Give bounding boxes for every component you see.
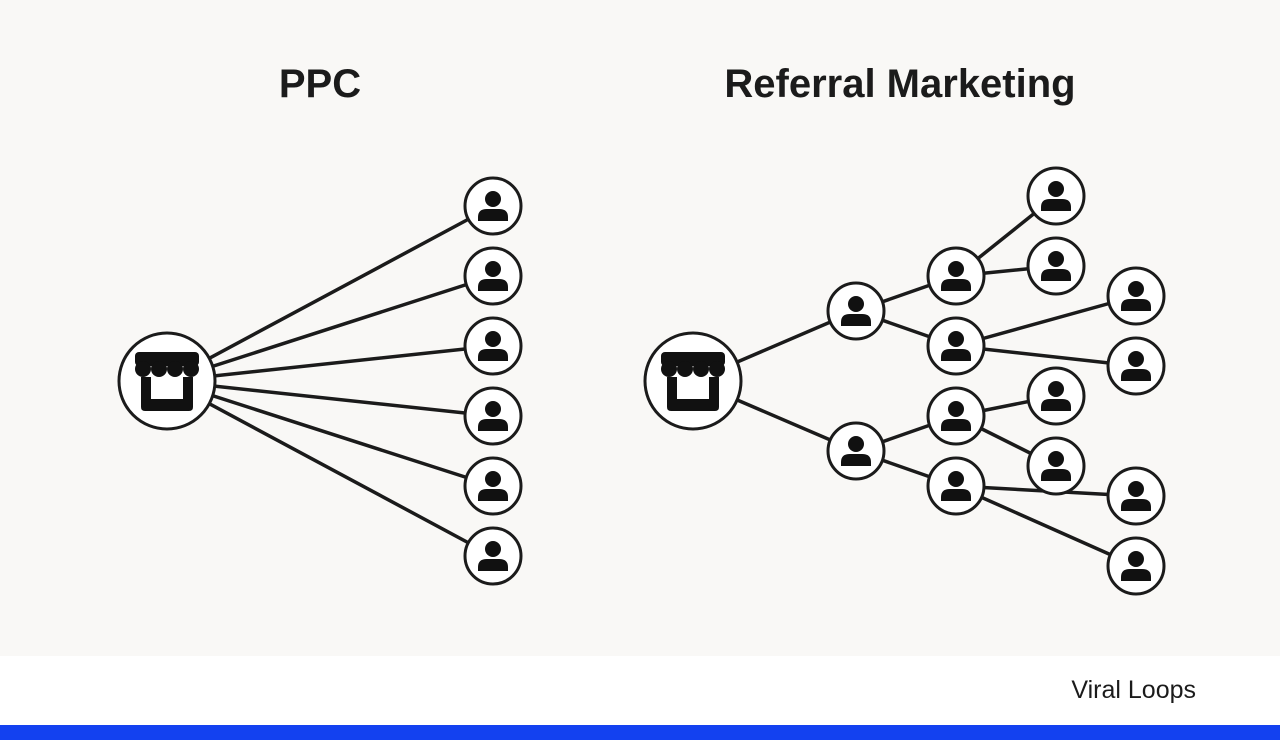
person-icon bbox=[841, 296, 871, 326]
ppc-title: PPC bbox=[279, 62, 361, 106]
person-icon bbox=[941, 261, 971, 291]
person-icon bbox=[478, 261, 508, 291]
person-icon bbox=[1041, 181, 1071, 211]
ppc-person-node-u5 bbox=[463, 456, 523, 516]
ppc-edge-store-u6 bbox=[165, 379, 495, 558]
referral-nodes bbox=[643, 166, 1166, 596]
ppc-diagram bbox=[117, 176, 523, 586]
store-icon bbox=[135, 352, 199, 411]
ppc-person-node-u2 bbox=[463, 246, 523, 306]
person-icon bbox=[1121, 551, 1151, 581]
referral-person-node-a1y bbox=[1026, 236, 1086, 296]
ppc-edge-store-u4 bbox=[165, 379, 495, 418]
person-icon bbox=[1041, 251, 1071, 281]
person-icon bbox=[1041, 381, 1071, 411]
person-icon bbox=[1121, 281, 1151, 311]
ppc-edge-store-u2 bbox=[165, 274, 495, 383]
ppc-person-node-u4 bbox=[463, 386, 523, 446]
referral-diagram bbox=[643, 166, 1166, 596]
referral-person-node-b1 bbox=[926, 386, 986, 446]
person-icon bbox=[1041, 451, 1071, 481]
referral-person-node-a2 bbox=[926, 316, 986, 376]
referral-person-node-b2 bbox=[926, 456, 986, 516]
person-icon bbox=[478, 541, 508, 571]
ppc-edges bbox=[165, 204, 495, 558]
diagram-background bbox=[0, 0, 1280, 656]
referral-person-node-a bbox=[826, 281, 886, 341]
person-icon bbox=[478, 331, 508, 361]
person-icon bbox=[941, 471, 971, 501]
referral-edge-a2-a2y bbox=[954, 344, 1138, 368]
referral-person-node-a2y bbox=[1106, 336, 1166, 396]
brand-text: Viral Loops bbox=[1071, 676, 1196, 704]
referral-person-node-a1 bbox=[926, 246, 986, 306]
referral-edge-a2-a2x bbox=[954, 294, 1138, 348]
person-icon bbox=[841, 436, 871, 466]
referral-person-node-b1y bbox=[1026, 436, 1086, 496]
referral-person-node-b bbox=[826, 421, 886, 481]
accent-bar bbox=[0, 725, 1280, 740]
referral-store-node bbox=[643, 331, 743, 431]
person-icon bbox=[941, 331, 971, 361]
person-icon bbox=[1121, 481, 1151, 511]
ppc-person-node-u1 bbox=[463, 176, 523, 236]
footer: Viral Loops bbox=[0, 656, 1280, 725]
referral-person-node-b2y bbox=[1106, 536, 1166, 596]
diagram-canvas: PPC Referral Marketing bbox=[0, 0, 1280, 656]
referral-person-node-a1x bbox=[1026, 166, 1086, 226]
person-icon bbox=[478, 191, 508, 221]
referral-person-node-a2x bbox=[1106, 266, 1166, 326]
ppc-nodes bbox=[117, 176, 523, 586]
referral-person-node-b2x bbox=[1106, 466, 1166, 526]
ppc-person-node-u6 bbox=[463, 526, 523, 586]
referral-edge-b2-b2y bbox=[954, 484, 1138, 568]
person-icon bbox=[478, 401, 508, 431]
referral-marketing-title: Referral Marketing bbox=[724, 62, 1075, 106]
ppc-edge-store-u3 bbox=[165, 344, 495, 383]
person-icon bbox=[1121, 351, 1151, 381]
person-icon bbox=[478, 471, 508, 501]
person-icon bbox=[941, 401, 971, 431]
referral-person-node-b1x bbox=[1026, 366, 1086, 426]
ppc-edge-store-u1 bbox=[165, 204, 495, 383]
ppc-person-node-u3 bbox=[463, 316, 523, 376]
ppc-edge-store-u5 bbox=[165, 379, 495, 488]
store-icon bbox=[661, 352, 725, 411]
ppc-store-node bbox=[117, 331, 217, 431]
